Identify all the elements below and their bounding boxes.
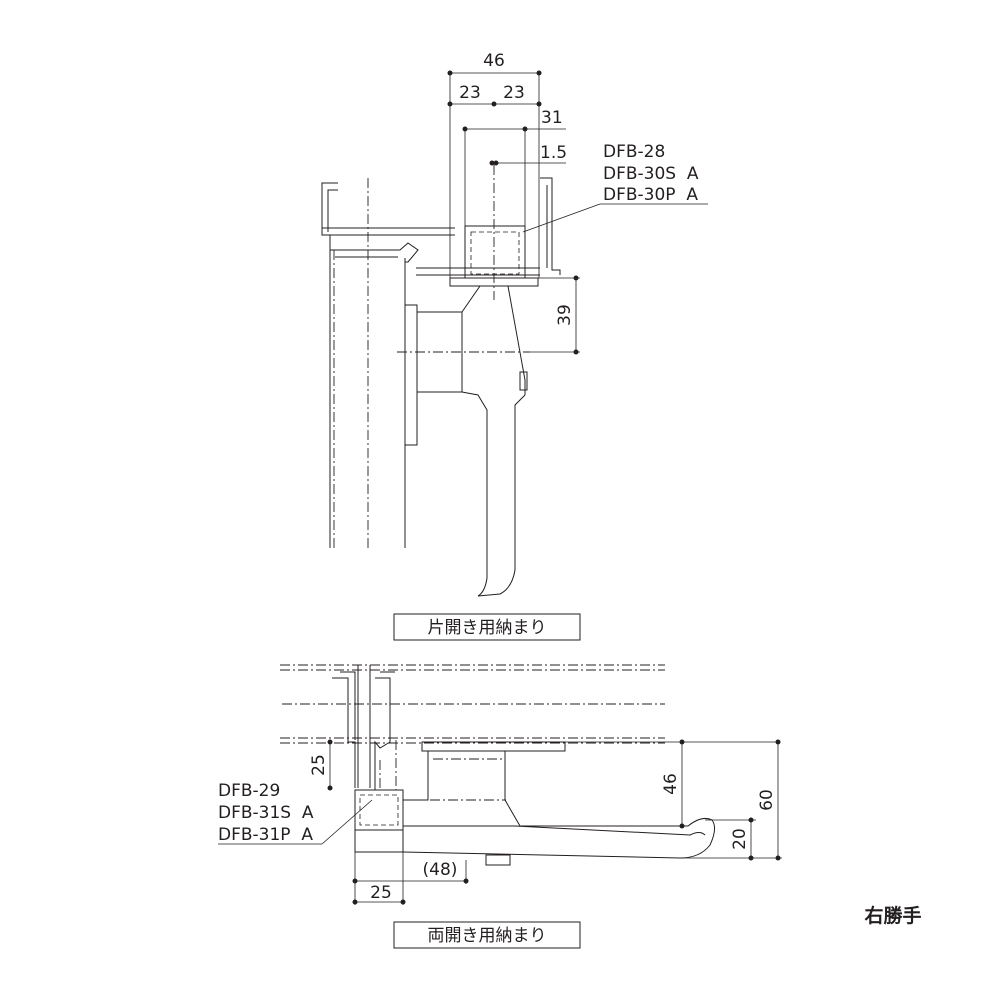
bottom-model-label: DFB-31S A: [218, 803, 314, 823]
top-caption-box: 片開き用納まり: [393, 613, 581, 641]
top-model-label: DFB-30P A: [603, 185, 698, 205]
bottom-caption: 両開き用納まり: [428, 926, 547, 946]
bottom-model-label: DFB-31P A: [218, 825, 313, 845]
top-frame-profile: [321, 177, 561, 548]
top-dimension-lines: [447, 70, 708, 355]
top-model-label: DFB-30S A: [603, 164, 699, 184]
bottom-model-labels: DFB-29 DFB-31S A DFB-31P A: [218, 781, 314, 845]
bottom-dim-25-horizontal: 25: [370, 883, 392, 903]
top-view: 46 23 23 31 1.5 39 DFB-28 DFB-30S A DFB-…: [321, 51, 708, 641]
bottom-model-label: DFB-29: [218, 781, 280, 801]
bottom-caption-box: 両開き用納まり: [393, 921, 581, 949]
top-dim-23-left: 23: [459, 83, 481, 103]
bottom-dim-20: 20: [730, 828, 750, 850]
top-dim-39: 39: [555, 304, 575, 326]
top-caption: 片開き用納まり: [428, 618, 547, 638]
top-dim-23-right: 23: [503, 83, 525, 103]
bottom-dim-46: 46: [661, 773, 681, 795]
top-dim-31: 31: [541, 108, 563, 128]
bottom-dimension-lines: [218, 739, 782, 905]
top-handle: [397, 165, 530, 597]
bottom-dim-25-vertical: 25: [309, 754, 329, 776]
bottom-view: 25 46 60 20 (48) 25 DFB-29 DFB-31S A DFB…: [218, 664, 782, 949]
top-model-label: DFB-28: [603, 142, 665, 162]
hand-label: 右勝手: [863, 904, 921, 927]
bottom-handle: [402, 741, 716, 866]
top-dim-46: 46: [483, 51, 505, 71]
bottom-dim-48: (48): [423, 860, 458, 880]
bottom-strike-block: [354, 789, 404, 853]
top-model-labels: DFB-28 DFB-30S A DFB-30P A: [603, 142, 699, 205]
bottom-dim-60: 60: [757, 789, 777, 811]
bottom-frame-profile: [280, 664, 665, 790]
top-dim-1-5: 1.5: [540, 143, 567, 163]
